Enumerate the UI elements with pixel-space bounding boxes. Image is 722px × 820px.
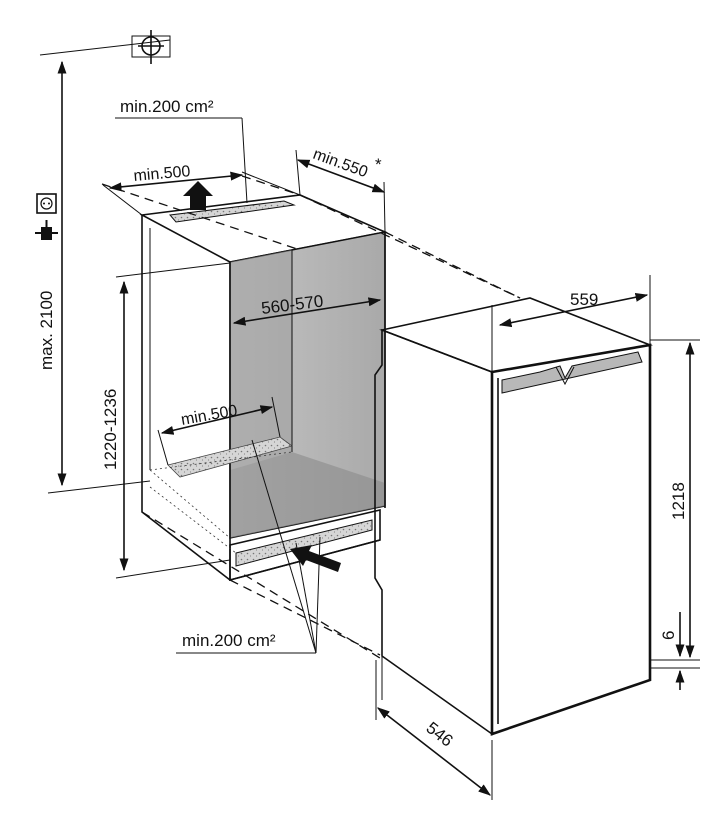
projection-lines [101,175,521,659]
top-depth-label: min.500 [133,163,191,185]
vent-top-callout: min.200 cm² [115,97,248,204]
vent-top-area-label: min.200 cm² [120,97,214,116]
appliance-height-label: 1218 [669,482,688,520]
niche-depth-dimension: min.550 * [295,146,386,233]
appliance-width-dimension: 559 [491,275,651,372]
vent-bottom-callout: min.200 cm² [176,439,321,654]
airflow-arrow-up-icon [183,181,213,210]
niche-cabinet [139,194,388,582]
appliance-depth-dimension: 546 [375,660,493,800]
plinth-gap-dimension: 6 [650,612,700,690]
socket-icon [36,193,57,214]
floor-vent [167,436,293,478]
max-height-label: max. 2100 [37,291,56,370]
plug-icon [35,220,58,240]
niche-depth-note: * [375,155,382,174]
max-height-dimension: max. 2100 [37,60,151,494]
plinth-gap-label: 6 [659,631,678,640]
top-depth-dimension: min.500 [102,163,301,216]
appliance-body [374,297,653,736]
level-symbol-icon [39,30,171,64]
appliance-width-label: 559 [570,290,598,309]
bottom-vent-strip [235,519,373,567]
top-vent-strip [169,200,296,223]
airflow-arrow-in-icon [290,545,341,572]
appliance-height-dimension: 1218 [650,339,700,661]
niche-height-label: 1220-1236 [101,389,120,470]
niche-height-dimension: 1220-1236 [101,262,231,579]
vent-bottom-area-label: min.200 cm² [182,631,276,650]
